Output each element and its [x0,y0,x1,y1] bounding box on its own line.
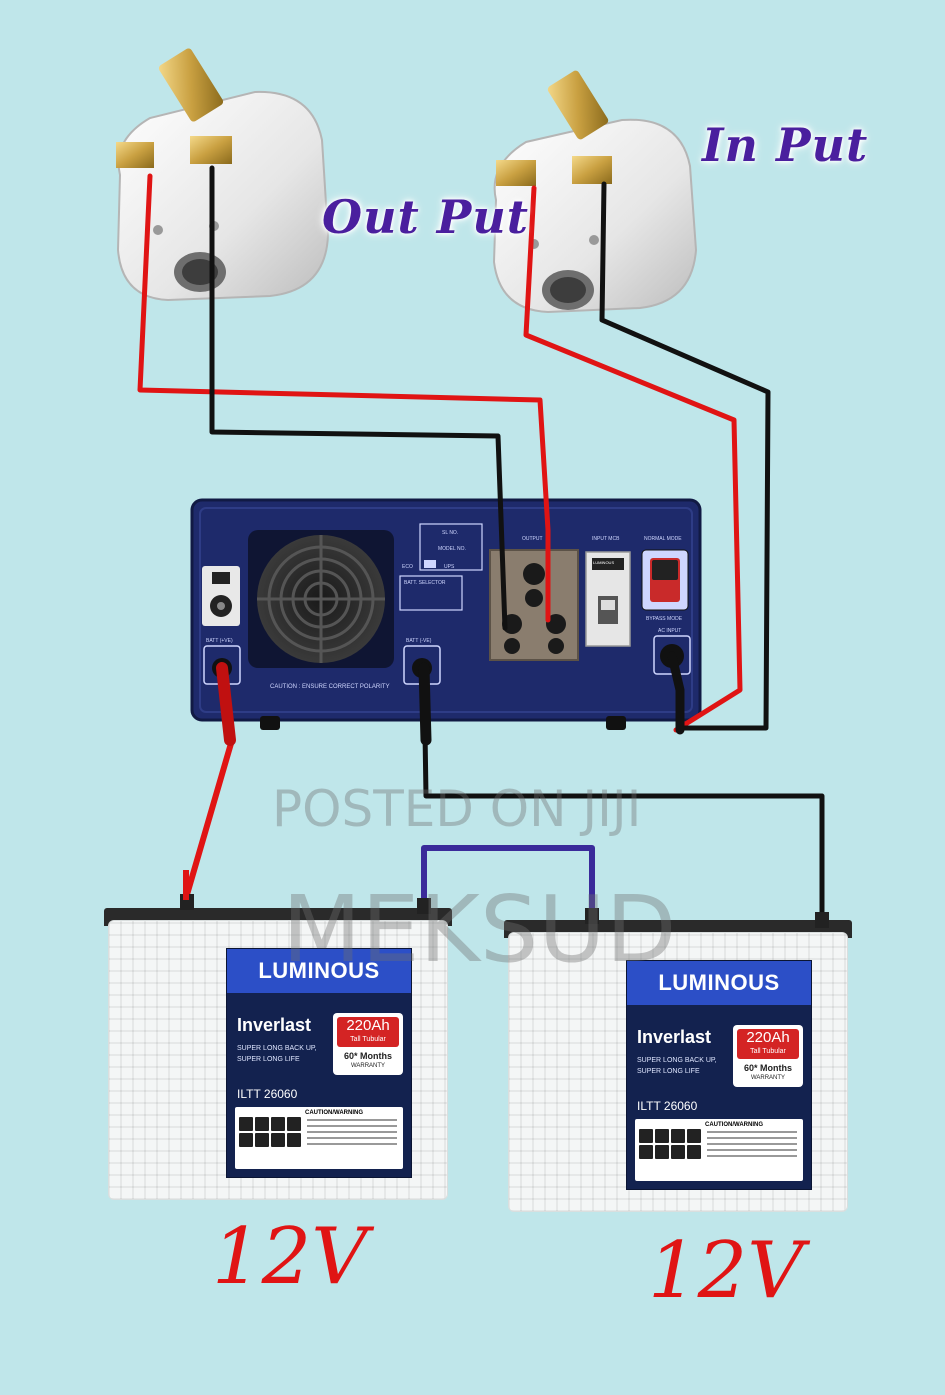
battery-brand: LUMINOUS [227,949,411,993]
input-mcb [585,551,631,647]
earth-pin [547,70,609,140]
ac-input-cable [667,651,685,735]
battery-tagline: SUPER LONG BACK UP, SUPER LONG LIFE [237,1043,329,1065]
inverter-output-label: OUTPUT [522,536,543,542]
battery-tagline-1: SUPER LONG BACK UP, [637,1057,717,1064]
warning-title: CAUTION/WARNING [305,1110,363,1116]
inverter-input-label: INPUT MCB [592,536,620,542]
warning-panel: CAUTION/WARNING [235,1107,403,1169]
warranty-value: 60* Months [743,1063,792,1073]
series-link-wire [421,845,595,921]
battery-2: LUMINOUS Inverlast SUPER LONG BACK UP, S… [504,912,852,1212]
capacity-sub: Tall Tubular [350,1036,386,1043]
dc-socket [202,566,240,626]
input-label: In Put [702,118,869,172]
inverter-unit [190,498,702,730]
battery-2-voltage: 12V [648,1226,804,1316]
capacity-value: 220Ah [346,1017,390,1034]
normal-mode-label: NORMAL MODE [644,536,682,542]
caution-label: CAUTION : ENSURE CORRECT POLARITY [270,684,390,690]
earth-pin [158,48,224,122]
battery-tagline-2: SUPER LONG LIFE [637,1068,700,1075]
output-label: Out Put [322,190,530,244]
batt-negative-label: BATT (-VE) [406,638,432,644]
mcb-brand-label: LUMINOUS [593,560,615,565]
battery-label: LUMINOUS Inverlast SUPER LONG BACK UP, S… [226,948,412,1178]
warranty-label: WARRANTY [350,1063,386,1069]
battery-code: ILTT 26060 [237,1087,298,1101]
selector-panel [399,523,483,611]
live-pin [496,160,536,186]
neutral-pin [190,136,232,164]
output-live-wire [137,173,551,623]
eco-label: ECO [402,564,413,570]
ups-label: UPS [444,564,455,570]
watermark-posted: POSTED ON JIJI [272,780,642,838]
warranty-label: WARRANTY [750,1075,786,1081]
capacity-value: 220Ah [746,1029,790,1046]
live-pin [116,142,154,168]
battery-tagline-1: SUPER LONG BACK UP, [237,1045,317,1052]
capacity-sub: Tall Tubular [750,1048,786,1055]
warranty-value: 60* Months [343,1051,392,1061]
warning-icons [239,1117,303,1147]
battery-model: Inverlast [237,1015,312,1035]
capacity-badge: 220Ah Tall Tubular 60* Months WARRANTY [333,1013,403,1075]
battery-label: LUMINOUS Inverlast SUPER LONG BACK UP, S… [626,960,812,1190]
cooling-fan [248,530,394,668]
battery-negative-sleeve [418,662,432,746]
battery-1-voltage: 12V [212,1212,368,1302]
bypass-mode-label: BYPASS MODE [646,616,683,622]
capacity-badge: 220Ah Tall Tubular 60* Months WARRANTY [733,1025,803,1087]
input-plug [492,70,698,314]
batt-positive-label: BATT (+VE) [206,638,233,644]
wiring [137,165,825,921]
warning-icons [639,1129,703,1159]
batt-selector-label: BATT. SELECTOR [404,580,446,586]
sl-no-label: SL NO. [442,530,459,536]
battery-code: ILTT 26060 [637,1099,698,1113]
battery-tagline-2: SUPER LONG LIFE [237,1056,300,1063]
neutral-pin [572,156,612,184]
input-live-wire [523,185,743,733]
battery-positive-sleeve [216,662,236,746]
watermark-name: MEKSUD [282,876,677,983]
ac-input-label: AC INPUT [658,628,682,634]
battery-1: LUMINOUS Inverlast SUPER LONG BACK UP, S… [104,900,452,1200]
battery-tagline: SUPER LONG BACK UP, SUPER LONG LIFE [637,1055,729,1077]
warning-title: CAUTION/WARNING [705,1122,763,1128]
mode-switch [641,549,689,611]
battery-model: Inverlast [637,1027,712,1047]
warning-panel: CAUTION/WARNING [635,1119,803,1181]
battery-brand: LUMINOUS [627,961,811,1005]
input-neutral-wire [599,181,771,731]
output-neutral-wire [209,165,508,631]
model-no-label: MODEL NO. [438,546,466,552]
